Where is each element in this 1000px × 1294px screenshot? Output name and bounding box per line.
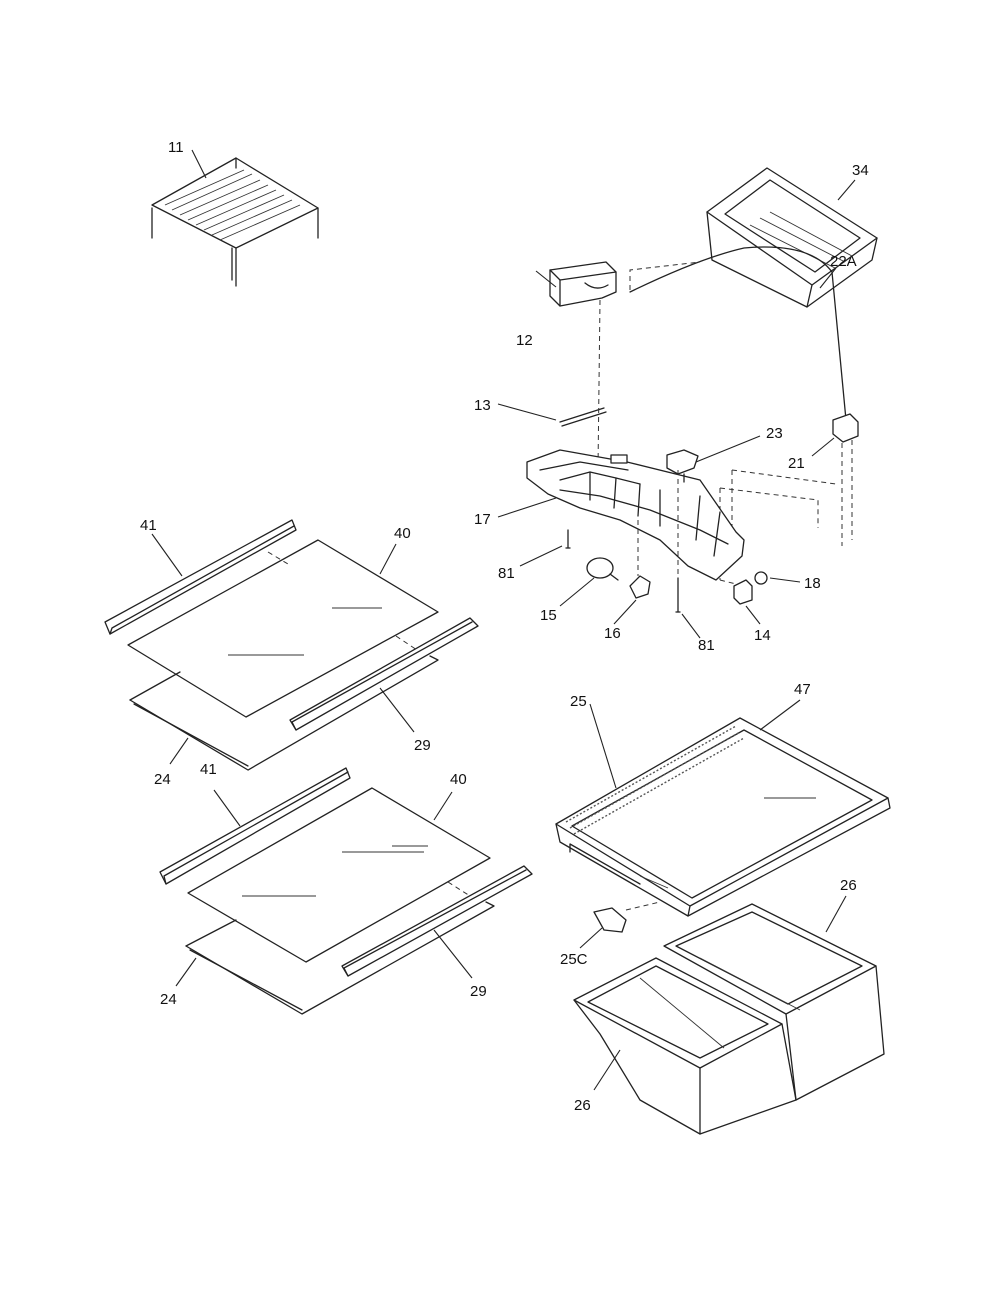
- callout-81-right: 81: [698, 637, 715, 654]
- callout-40-lower: 40: [450, 771, 467, 788]
- lower-glass-shelf-assembly: [159, 767, 533, 1015]
- callout-16: 16: [604, 625, 621, 642]
- callout-15: 15: [540, 607, 557, 624]
- callout-47: 47: [794, 681, 811, 698]
- callout-41-upper: 41: [140, 517, 157, 534]
- callout-labels: 11 34 12 22A 13 23 21 17 81 18 15 16 14 …: [140, 139, 869, 1114]
- callout-21: 21: [788, 455, 805, 472]
- callout-12: 12: [516, 332, 533, 349]
- callout-24-lower: 24: [160, 991, 177, 1008]
- callout-29-upper: 29: [414, 737, 431, 754]
- crisper-drawers: [573, 895, 885, 1135]
- callout-26-upper: 26: [840, 877, 857, 894]
- callout-11: 11: [168, 139, 184, 156]
- callout-25c: 25C: [560, 951, 588, 968]
- callout-26-lower: 26: [574, 1097, 591, 1114]
- control-housing-assembly: [497, 246, 859, 639]
- callout-17: 17: [474, 511, 491, 528]
- callout-24-upper: 24: [154, 771, 171, 788]
- callout-23: 23: [766, 425, 783, 442]
- part-11-wire-rack: [151, 149, 319, 287]
- callout-29-lower: 29: [470, 983, 487, 1000]
- part-34-bin: [706, 167, 878, 308]
- callout-41-lower: 41: [200, 761, 217, 778]
- callout-81-left: 81: [498, 565, 515, 582]
- upper-glass-shelf-assembly: [104, 519, 479, 771]
- callout-22a: 22A: [830, 253, 857, 270]
- crisper-cover-assembly: [555, 699, 891, 949]
- callout-14: 14: [754, 627, 771, 644]
- callout-18: 18: [804, 575, 821, 592]
- callout-13: 13: [474, 397, 491, 414]
- callout-40-upper: 40: [394, 525, 411, 542]
- callout-34: 34: [852, 162, 869, 179]
- callout-25: 25: [570, 693, 587, 710]
